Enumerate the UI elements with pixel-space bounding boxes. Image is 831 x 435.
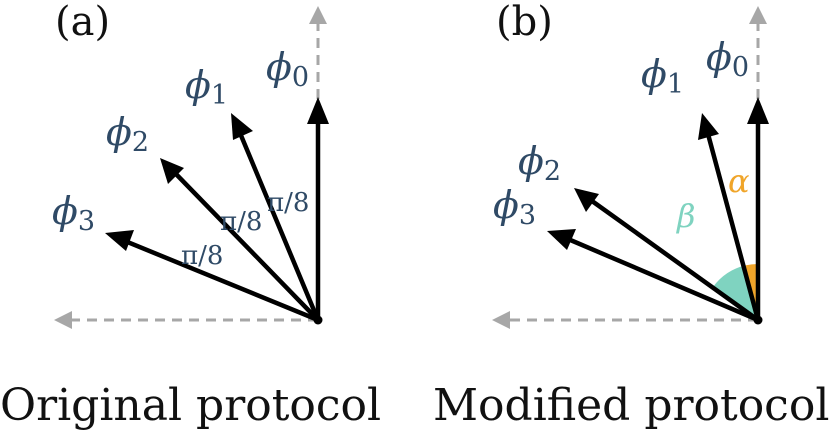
panel-b-arrow-phi1 (705, 131, 761, 323)
panel-b-arrow-phi3-head (547, 229, 576, 250)
panel-b-arrow-phi1-head (698, 113, 719, 140)
panel-a-arrow-phi2 (172, 170, 321, 323)
panel-a-arrow-phi1-head (231, 113, 253, 140)
panel-b-beta-label: β (676, 197, 696, 235)
panel-a-caption: Original protocol (0, 380, 381, 431)
panel-a-angle-label-2: π/8 (220, 207, 262, 237)
panel-a-label-phi2: ϕ2 (106, 110, 149, 158)
panel-b-label-phi2: ϕ2 (518, 139, 561, 187)
panel-b-arrow-phi3 (565, 236, 761, 323)
panel-a-label-phi1: ϕ1 (185, 63, 228, 111)
panel-a-label-phi3: ϕ3 (52, 189, 95, 237)
panel-a-angle-label-1: π/8 (267, 188, 309, 218)
panel-a-label-phi0: ϕ0 (266, 45, 309, 93)
panel-a-arrow-phi3 (122, 238, 321, 323)
panel-a-angle-label-3: π/8 (181, 241, 223, 271)
panel-b-origin (753, 315, 763, 325)
panel-a-label: (a) (55, 0, 110, 45)
panel-b-label-phi3: ϕ3 (493, 183, 536, 231)
panel-b-arrow-phi2 (589, 198, 761, 323)
panel-a: (a) ϕ0 ϕ1 ϕ2 ϕ3 π/8 π/8 π/8 Original pro… (0, 0, 381, 431)
panel-a-origin (313, 315, 323, 325)
panel-b-vertical-axis-head (749, 6, 767, 24)
panel-b-caption: Modified protocol (433, 380, 829, 431)
panel-b-label-phi1: ϕ1 (641, 52, 684, 100)
panel-b-arrow-phi2-head (574, 188, 599, 212)
panel-a-arrow-phi0-head (307, 97, 329, 124)
panel-b-arrow-phi0-head (747, 97, 769, 124)
panel-a-vertical-axis-head (309, 6, 327, 24)
panel-b-horizontal-axis-head (492, 311, 510, 329)
panel-b-label-phi0: ϕ0 (706, 35, 749, 83)
panel-b-alpha-label: α (728, 162, 750, 200)
panel-a-arrow-phi2-head (160, 158, 184, 184)
panel-a-arrow-phi3-head (105, 230, 134, 251)
panel-b: (b) ϕ0 ϕ1 ϕ2 ϕ3 α β Modified protocol (433, 0, 829, 431)
panel-a-horizontal-axis-head (54, 311, 72, 329)
panel-b-label: (b) (496, 0, 553, 45)
panel-a-arrow-phi1 (237, 130, 321, 323)
